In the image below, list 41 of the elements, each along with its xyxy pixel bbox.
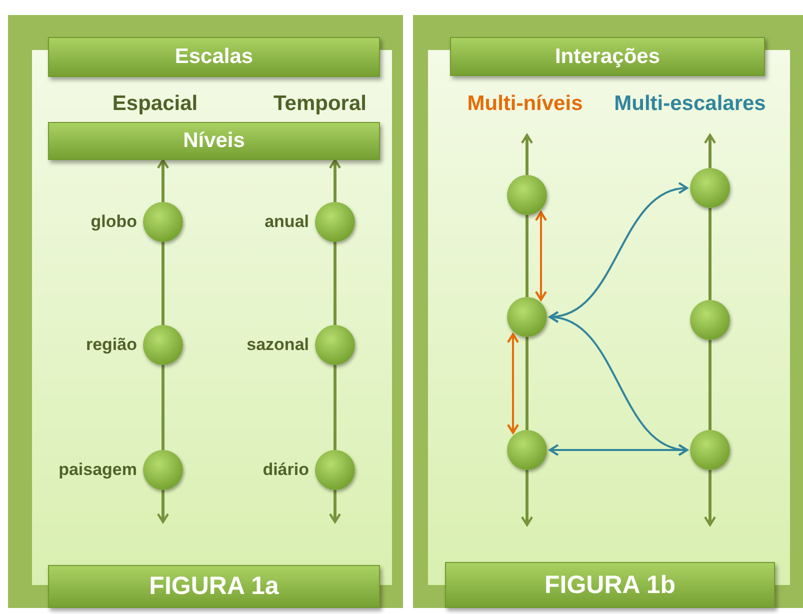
scale-axis <box>328 490 342 524</box>
scale-axis <box>334 242 336 325</box>
scale-axis <box>328 158 342 202</box>
scale-axis <box>704 470 716 526</box>
scale-axis <box>708 208 712 300</box>
title-banner <box>445 562 775 608</box>
scale-axis <box>708 340 712 430</box>
scale-axis <box>162 365 164 450</box>
column-heading: Multi-níveis <box>467 92 583 116</box>
title-banner <box>450 37 765 76</box>
banner-title: Níveis <box>183 129 245 153</box>
level-label: paisagem <box>58 460 137 480</box>
column-heading: Multi-escalares <box>614 92 766 116</box>
scale-axis <box>526 337 528 430</box>
interaction-arrow <box>506 333 520 434</box>
scale-axis <box>520 134 534 175</box>
panel-frame <box>8 15 403 608</box>
level-label: região <box>86 335 137 355</box>
column-heading: Temporal <box>274 92 366 116</box>
scale-axis <box>156 158 170 202</box>
scale-axis <box>520 470 534 526</box>
scale-axis <box>526 215 528 297</box>
level-label: globo <box>90 212 137 232</box>
title-banner <box>48 122 380 160</box>
level-label: diário <box>262 460 309 480</box>
level-label: sazonal <box>246 335 309 355</box>
banner-title: Escalas <box>174 45 254 69</box>
title-banner <box>48 565 380 608</box>
scale-axis <box>334 365 336 450</box>
interaction-arrow <box>548 444 688 456</box>
banner-title: Interações <box>554 44 660 68</box>
title-banner <box>48 37 380 77</box>
interaction-arrow <box>534 211 548 301</box>
scale-axis <box>156 490 170 524</box>
column-heading: Espacial <box>112 92 198 116</box>
banner-title: FIGURA 1a <box>149 572 279 601</box>
level-label: anual <box>264 212 309 232</box>
scale-axis <box>162 242 164 325</box>
panel-frame <box>413 15 803 608</box>
banner-title: FIGURA 1b <box>544 570 676 600</box>
scale-axis <box>704 134 716 168</box>
